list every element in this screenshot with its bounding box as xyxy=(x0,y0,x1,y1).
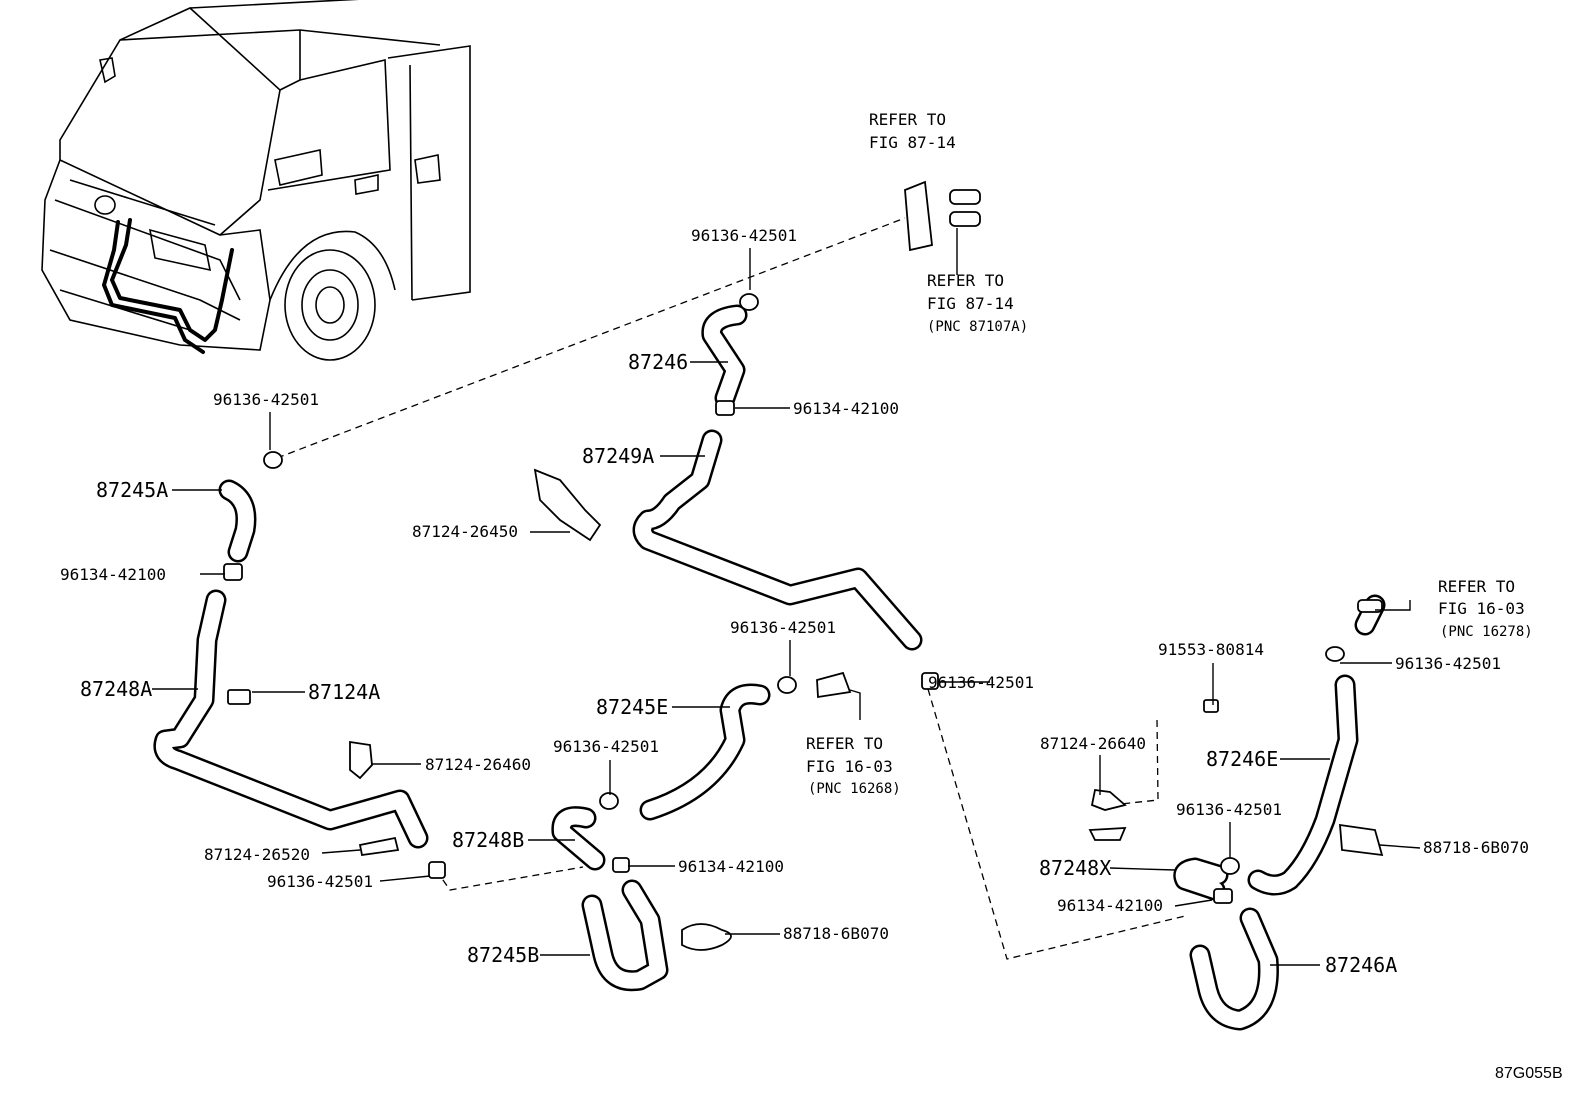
label-87124-26520: 87124-26520 xyxy=(204,845,310,864)
refer-fig-16-03-mid-line-3: (PNC 16268) xyxy=(808,781,901,797)
hose-87245B xyxy=(581,879,669,992)
pipe-icon xyxy=(1357,599,1383,613)
label-91553-80814: 91553-80814 xyxy=(1158,640,1264,659)
vehicle-illustration xyxy=(41,0,471,361)
diagram-code: 87G055B xyxy=(1495,1065,1563,1082)
label-96134-42100-b: 96134-42100 xyxy=(60,565,166,584)
label-87245E: 87245E xyxy=(596,695,668,719)
label-96134-42100-a: 96134-42100 xyxy=(793,399,899,418)
bolt-icon xyxy=(1203,699,1219,713)
label-87248A: 87248A xyxy=(80,677,152,701)
bracket-icon xyxy=(1088,827,1127,841)
label-87124-26450: 87124-26450 xyxy=(412,522,518,541)
bracket-icon xyxy=(1090,788,1127,811)
svg-text:REFER TO: REFER TO xyxy=(869,110,946,129)
label-96136-42501-a: 96136-42501 xyxy=(691,226,797,245)
hose-87245E xyxy=(639,683,771,821)
svg-text:(PNC 16268): (PNC 16268) xyxy=(808,781,901,797)
hose-87246A xyxy=(1189,907,1279,1031)
label-96134-42100-d: 96134-42100 xyxy=(1057,896,1163,915)
hose-87249A xyxy=(632,429,923,651)
label-96136-42501-h: 96136-42501 xyxy=(1176,800,1282,819)
refer-fig-87-14-mid-line-1: REFER TO xyxy=(927,271,1004,290)
svg-text:FIG 87-14: FIG 87-14 xyxy=(869,133,956,152)
joint-icon xyxy=(612,857,630,873)
clamp-icon xyxy=(263,451,283,469)
leader-lines xyxy=(152,228,1421,966)
hose-87248B xyxy=(551,806,606,871)
hose-87245A xyxy=(218,479,257,563)
joint-icon xyxy=(428,861,446,879)
clamp-icon xyxy=(1220,857,1240,875)
clamps xyxy=(223,180,1384,951)
clamp-icon xyxy=(739,293,759,311)
label-87246E: 87246E xyxy=(1206,747,1278,771)
label-96136-42501-d: 96136-42501 xyxy=(928,673,1034,692)
svg-text:(PNC 16278): (PNC 16278) xyxy=(1440,624,1533,640)
refer-fig-87-14-top-line-2: FIG 87-14 xyxy=(869,133,956,152)
refer-fig-16-03-mid-line-1: REFER TO xyxy=(806,734,883,753)
labels: REFER TO FIG 87-14 REFER TO FIG 87-14 (P… xyxy=(60,110,1563,1082)
label-88718-6B070-a: 88718-6B070 xyxy=(783,924,889,943)
nozzle-icon xyxy=(816,671,852,699)
bracket-icon xyxy=(227,689,251,705)
clamp-icon xyxy=(599,792,619,810)
label-87246: 87246 xyxy=(628,350,688,374)
refer-fig-16-03-right-line-3: (PNC 16278) xyxy=(1440,624,1533,640)
clamp-icon xyxy=(777,676,797,694)
label-87124-26460: 87124-26460 xyxy=(425,755,531,774)
label-88718-6B070-b: 88718-6B070 xyxy=(1423,838,1529,857)
valve-icon xyxy=(904,180,933,252)
label-87245A: 87245A xyxy=(96,478,168,502)
hose-87246 xyxy=(701,304,748,409)
hose-87248X xyxy=(1173,857,1229,901)
routing-dashed-lines xyxy=(276,217,1186,960)
bracket-icon xyxy=(358,836,400,857)
label-96134-42100-c: 96134-42100 xyxy=(678,857,784,876)
joint-icon xyxy=(1213,888,1233,904)
svg-text:FIG 87-14: FIG 87-14 xyxy=(927,294,1014,313)
refer-fig-16-03-right-line-1: REFER TO xyxy=(1438,577,1515,596)
label-87124A: 87124A xyxy=(308,680,380,704)
label-87124-26640: 87124-26640 xyxy=(1040,734,1146,753)
refer-fig-87-14-mid-line-2: FIG 87-14 xyxy=(927,294,1014,313)
label-87248X: 87248X xyxy=(1039,856,1111,880)
pipe-icon xyxy=(949,211,981,227)
label-96136-42501-c: 96136-42501 xyxy=(730,618,836,637)
bracket-icon xyxy=(533,468,602,542)
label-96136-42501-b: 96136-42501 xyxy=(213,390,319,409)
refer-fig-16-03-mid-line-2: FIG 16-03 xyxy=(806,757,893,776)
svg-text:REFER TO: REFER TO xyxy=(927,271,1004,290)
label-87246A: 87246A xyxy=(1325,953,1397,977)
refer-fig-87-14-top-line-1: REFER TO xyxy=(869,110,946,129)
joint-icon xyxy=(921,672,939,690)
pipe-icon xyxy=(949,189,981,205)
label-87249A: 87249A xyxy=(582,444,654,468)
svg-text:FIG 16-03: FIG 16-03 xyxy=(806,757,893,776)
svg-text:FIG 16-03: FIG 16-03 xyxy=(1438,599,1525,618)
clamp-icon xyxy=(1325,646,1345,662)
label-96136-42501-g: 96136-42501 xyxy=(1395,654,1501,673)
svg-text:REFER TO: REFER TO xyxy=(1438,577,1515,596)
joint-icon xyxy=(715,400,735,416)
bracket-icon xyxy=(349,740,373,780)
svg-text:(PNC 87107A): (PNC 87107A) xyxy=(927,319,1028,335)
label-87245B: 87245B xyxy=(467,943,539,967)
hose-87246E xyxy=(1247,674,1359,896)
hose-87248A xyxy=(153,589,429,849)
clip-icon xyxy=(681,923,732,951)
label-96136-42501-e: 96136-42501 xyxy=(553,737,659,756)
label-96136-42501-f: 96136-42501 xyxy=(267,872,373,891)
joint-icon xyxy=(223,563,243,581)
svg-text:REFER TO: REFER TO xyxy=(806,734,883,753)
refer-fig-87-14-mid-line-3: (PNC 87107A) xyxy=(927,319,1028,335)
label-87248B: 87248B xyxy=(452,828,524,852)
bracket-icon xyxy=(1339,823,1384,857)
refer-fig-16-03-right-line-2: FIG 16-03 xyxy=(1438,599,1525,618)
